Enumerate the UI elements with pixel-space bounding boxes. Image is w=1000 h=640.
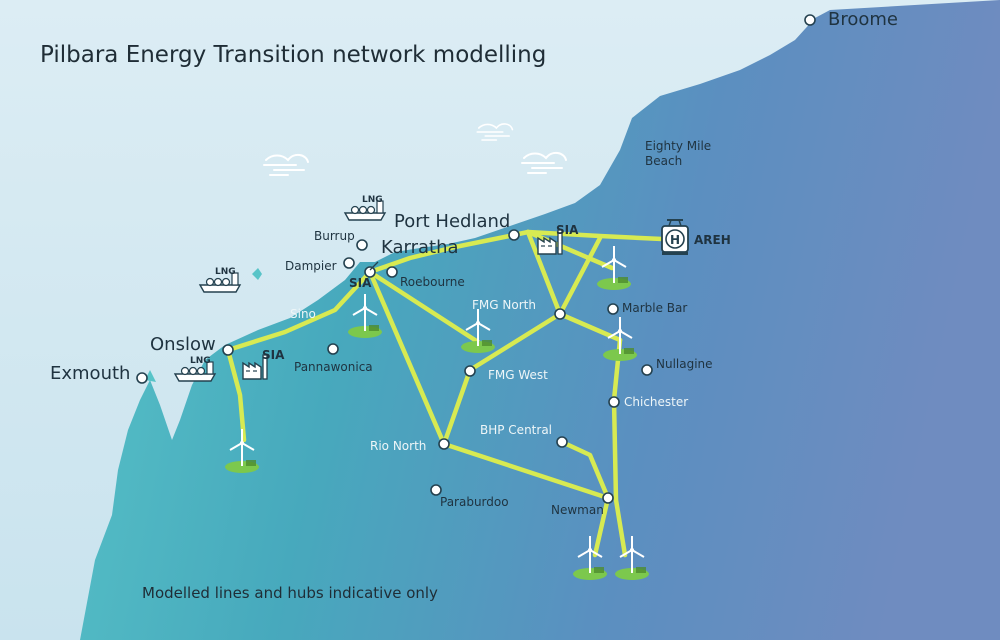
line-porthedland-junction [525,229,563,317]
line-rionorth-newman [441,441,611,501]
town-marker-port-hedland [508,229,520,241]
areh-label: AREH [694,233,731,247]
town-marker-chichester [608,396,620,408]
sia-label-porthedland: SIA [556,223,579,237]
line-karratha-rionorth [367,269,447,447]
label-newman: Newman [551,503,604,517]
sia-label-onslow: SIA [262,348,285,362]
label-broome: Broome [828,9,898,30]
hydrogen-symbol: H [670,233,680,247]
town-marker-burrup [356,239,368,251]
island [252,268,262,280]
line-onslow-wind [225,347,247,443]
lng-label-burrup: LNG [362,195,383,205]
sia-label-karratha: SIA [349,276,372,290]
sia-pointer-arrow [369,261,379,271]
transmission-lines [225,229,665,558]
town-marker-broome [804,14,816,26]
label-roebourne: Roebourne [400,275,465,289]
town-marker-exmouth [136,372,148,384]
label-paraburdoo: Paraburdoo [440,495,509,509]
map-title: Pilbara Energy Transition network modell… [40,42,546,68]
line-chichester-windpair [611,337,628,558]
town-marker-paraburdoo [430,484,442,496]
label-nullagine: Nullagine [656,357,713,371]
line-newman-wind1 [592,495,611,558]
label-sino: Sino [290,307,316,321]
label-onslow: Onslow [150,334,216,355]
town-marker-dampier [343,257,355,269]
label-dampier: Dampier [285,259,337,273]
line-porthedland-wind [525,229,615,271]
line-junction-porthedland2 [557,235,603,317]
label-eighty-mile-beach-2: Beach [645,154,682,168]
label-bhp-central: BHP Central [480,423,552,437]
label-marble-bar: Marble Bar [622,301,687,315]
label-fmg-west: FMG West [488,368,548,382]
town-marker-onslow [222,344,234,356]
label-eighty-mile-beach-1: Eighty Mile [645,139,711,153]
town-marker-nullagine [641,364,653,376]
label-karratha: Karratha [381,237,459,258]
island [145,370,156,382]
town-marker-newman [602,492,614,504]
landmass [80,0,1000,640]
line-onslow-karratha [225,269,373,353]
line-junction-marblewind [557,311,623,343]
label-fmg-north: FMG North [472,298,536,312]
town-marker-roebourne [386,266,398,278]
town-marker-marble-bar [607,303,619,315]
label-exmouth: Exmouth [50,363,130,384]
line-bhp-newman [559,439,611,501]
town-marker-pannawonica [327,343,339,355]
label-rio-north: Rio North [370,439,426,453]
town-marker-rio-north [438,438,450,450]
line-karratha-fmgnorth [367,269,481,345]
label-port-hedland: Port Hedland [394,211,510,232]
footnote: Modelled lines and hubs indicative only [142,584,438,602]
lng-label-onslow: LNG [190,356,211,366]
label-pannawonica: Pannawonica [294,360,373,374]
town-marker-bhp-central [556,436,568,448]
lng-label-dampier: LNG [215,267,236,277]
label-burrup: Burrup [314,229,355,243]
hydrogen-hub-icon: H [661,219,689,255]
town-marker-karratha [364,266,376,278]
town-marker-junction [554,308,566,320]
label-chichester: Chichester [624,395,688,409]
town-marker-fmg-west [464,365,476,377]
